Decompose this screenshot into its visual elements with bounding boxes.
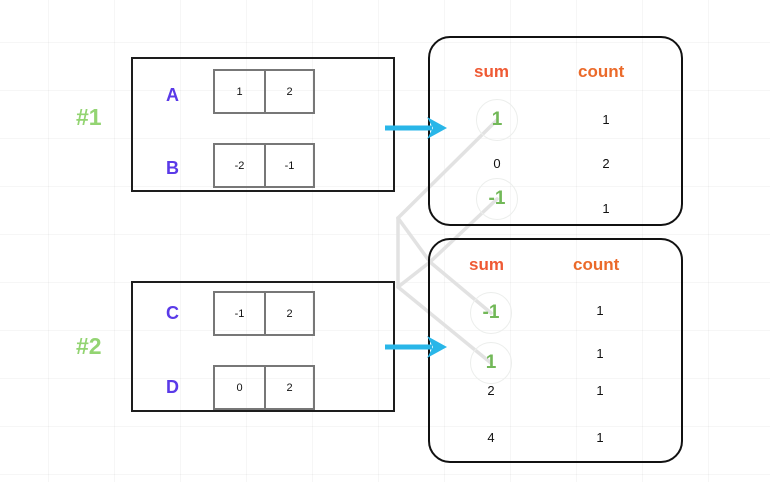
summary-table-1 (428, 36, 683, 226)
cell-pair-d: 0 2 (213, 365, 315, 410)
table-2-count-2: 1 (596, 383, 604, 398)
cell-pair-c: -1 2 (213, 291, 315, 336)
arrow-head-2 (427, 336, 447, 358)
cell-pair-a: 1 2 (213, 69, 315, 114)
table-2-sum-2: 2 (487, 383, 495, 398)
cell-a-1: 2 (264, 71, 313, 112)
cell-d-0: 0 (236, 381, 243, 394)
link-line-7 (396, 260, 432, 289)
table-2-sum-0: -1 (482, 302, 500, 323)
table-2-header-count: count (573, 255, 620, 274)
row-label-a: A (166, 85, 179, 105)
cell-c-0: -1 (234, 307, 245, 320)
group-tag-1: #1 (76, 104, 102, 130)
table-2-count-1: 1 (596, 346, 604, 361)
table-2-sum-1: 1 (485, 352, 497, 373)
table-2-sum-3: 4 (487, 430, 495, 445)
cell-c-1: 2 (264, 293, 313, 334)
table-1-header-sum: sum (474, 62, 509, 81)
table-1-sum-2: -1 (488, 188, 506, 209)
link-line-1 (396, 118, 499, 220)
summary-table-2 (428, 238, 683, 463)
cell-a-0: 1 (236, 85, 243, 98)
table-1-count-1: 2 (602, 156, 610, 171)
highlight-circle-t1-r0 (476, 99, 518, 141)
table-1-count-2: 1 (602, 201, 610, 216)
table-1-count-0: 1 (602, 112, 610, 127)
cell-d-1: 2 (264, 367, 313, 408)
row-label-b: B (166, 158, 179, 178)
table-2-header-sum: sum (469, 255, 504, 274)
table-1-sum-1: 0 (493, 156, 501, 171)
link-line-6 (396, 216, 432, 264)
highlight-circle-t2-r1 (470, 342, 512, 384)
row-label-c: C (166, 303, 179, 323)
table-1-sum-0: 1 (491, 109, 503, 130)
highlight-circle-t2-r0 (470, 292, 512, 334)
cell-b-1: -1 (264, 145, 313, 186)
cell-b-0: -2 (234, 159, 245, 172)
table-1-header-count: count (578, 62, 625, 81)
cell-pair-b: -2 -1 (213, 143, 315, 188)
row-label-d: D (166, 377, 179, 397)
group-panel-1 (131, 57, 395, 192)
table-2-count-0: 1 (596, 303, 604, 318)
table-2-count-3: 1 (596, 430, 604, 445)
group-tag-2: #2 (76, 333, 102, 359)
arrow-head-1 (427, 117, 447, 139)
highlight-circle-t1-r2 (476, 178, 518, 220)
